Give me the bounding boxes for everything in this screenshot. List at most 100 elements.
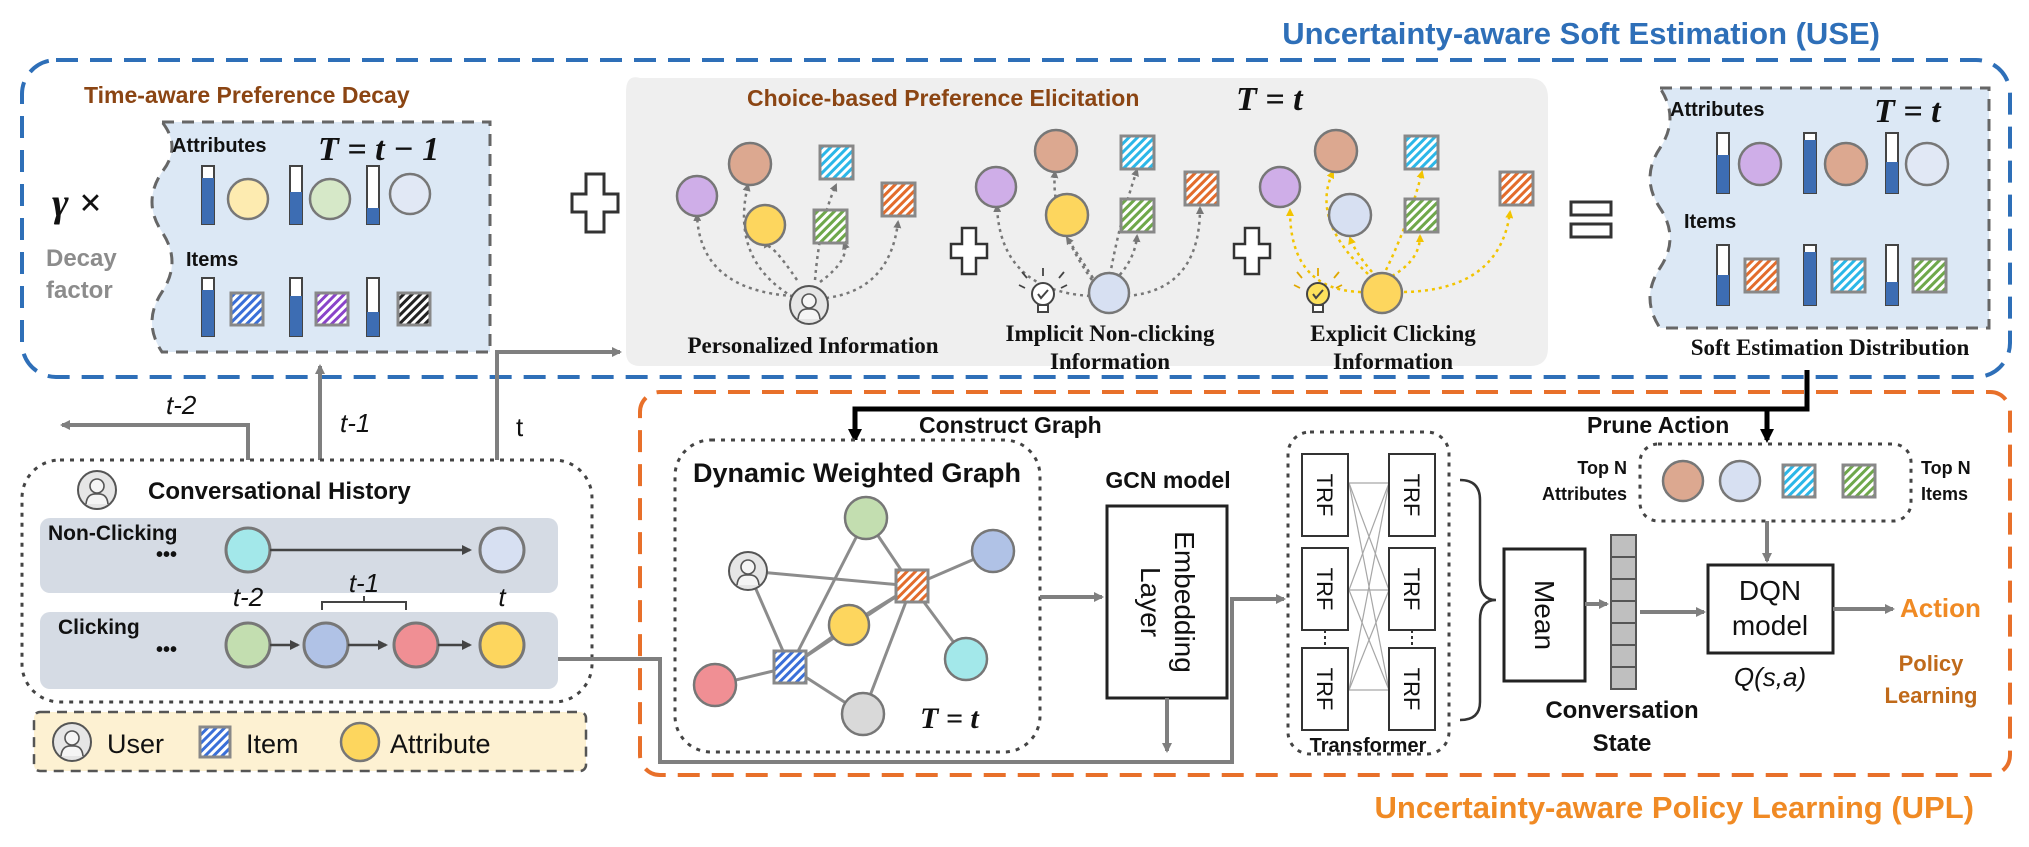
attribute-node [1904, 141, 1950, 187]
dotted-link [819, 241, 850, 284]
attribute-node [970, 528, 1016, 574]
lightbulb-off-icon [1018, 268, 1068, 313]
soft-items-label: Items [1684, 211, 1736, 233]
dotted-link [825, 220, 902, 300]
item-node [1403, 197, 1440, 234]
personalized-cluster [693, 183, 902, 300]
attribute-node [1737, 141, 1783, 187]
arrow-t [495, 347, 622, 460]
attribute-node [743, 203, 787, 247]
attribute-node [843, 495, 889, 541]
non-clicking-row [40, 518, 558, 593]
construct-graph-label: Construct Graph [919, 412, 1102, 438]
history-t-minus-1: t-1 [349, 568, 379, 598]
level-bar-fill [1717, 155, 1729, 193]
top-attr-label-2: Attributes [1542, 484, 1627, 504]
trf-label: TRF [1312, 474, 1337, 517]
legend-box [32, 710, 588, 773]
item-node [396, 291, 432, 327]
upl-border [638, 390, 2012, 777]
trf-block [1301, 647, 1349, 731]
graph-title: Dynamic Weighted Graph [693, 458, 1021, 488]
trf-label: TRF [1399, 568, 1424, 611]
soft-time-label: T = t [1874, 93, 1942, 130]
soft-estimation-connectors: Construct Graph Prune Action [848, 370, 1810, 443]
trf-block [1388, 453, 1436, 537]
trf-label: TRF [1399, 474, 1424, 517]
implicit-label-1: Implicit Non-clicking [1006, 321, 1215, 346]
plus-icon [949, 226, 989, 276]
level-bar-fill [202, 290, 214, 336]
attribute-node [727, 141, 773, 187]
transformer-cross-links [1348, 482, 1390, 691]
user-icon [789, 285, 829, 325]
dynamic-graph-section: Dynamic Weighted Graph T = t [673, 438, 1042, 754]
upl-title: Uncertainty-aware Policy Learning (UPL) [1375, 790, 1974, 825]
graph-time-label: T = t [920, 702, 980, 735]
clicking-label: Clicking [58, 616, 140, 639]
non-clicking-ellipsis: ••• [156, 544, 177, 566]
implicit-label-2: Information [1050, 349, 1170, 374]
item-node [880, 181, 917, 218]
arrow-t-minus-2-label: t-2 [166, 390, 197, 420]
explicit-label-2: Information [1333, 349, 1453, 374]
use-region: Uncertainty-aware Soft Estimation (USE) [20, 16, 2012, 379]
prune-action-arrow [1760, 370, 1810, 443]
attribute-node [974, 165, 1018, 209]
attribute-node [1313, 128, 1359, 174]
attribute-node [943, 636, 989, 682]
attribute-node [1087, 271, 1131, 315]
candidate-box [1638, 442, 1913, 523]
user-icon [52, 722, 92, 762]
item-node [1403, 134, 1440, 171]
choice-section: Choice-based Preference Elicitation T = … [626, 77, 1548, 374]
level-bar-fill [290, 296, 302, 336]
arrow-t-minus-2 [60, 420, 250, 460]
top-attr-label-1: Top N [1577, 458, 1627, 478]
attribute-node [692, 662, 738, 708]
attribute-node [226, 177, 270, 221]
item-icon [198, 725, 232, 759]
legend: User Item Attribute [32, 710, 588, 773]
plus-icon [1232, 226, 1272, 276]
top-items-label-1: Top N [1921, 458, 1971, 478]
conversation-label-1: Conversation [1545, 697, 1698, 724]
history-title: Conversational History [148, 478, 411, 505]
level-bar-fill [367, 208, 379, 224]
use-border [20, 58, 2012, 379]
dotted-link [1286, 208, 1362, 294]
legend-item-label: Item [246, 729, 299, 759]
policy-label-2: Learning [1885, 683, 1978, 708]
level-bar-fill [1886, 282, 1898, 305]
item-node [772, 649, 808, 685]
item-node [812, 208, 849, 245]
level-bar-fill [1717, 275, 1729, 305]
choice-time-label: T = t [1236, 81, 1304, 118]
dotted-link [1126, 206, 1204, 298]
transformer-section: TRF TRF TRF TRF TRF TRF Transformer [1286, 430, 1497, 757]
level-bar-fill [202, 178, 214, 224]
item-node [1830, 257, 1867, 294]
embedding-layer-box [1105, 504, 1229, 700]
time-decay-section: Time-aware Preference Decay γ × Decay fa… [46, 82, 492, 354]
attribute-icon [339, 721, 381, 763]
attribute-node [675, 174, 719, 218]
history-to-model-arrow [558, 594, 1286, 764]
decay-time-label: T = t − 1 [318, 131, 439, 168]
policy-label-1: Policy [1899, 651, 1965, 676]
embedding-label-1: Embedding [1169, 531, 1200, 673]
arrow-t-label: t [516, 412, 524, 442]
item-node [1911, 257, 1948, 294]
brace [1459, 478, 1497, 722]
level-bar-fill [367, 312, 379, 336]
attribute-node [1258, 165, 1302, 209]
item-node [1119, 134, 1156, 171]
history-t-minus-2: t-2 [233, 582, 264, 612]
top-n-section: Top N Attributes Top N Items [1542, 442, 1971, 563]
q-value-label: Q(s,a) [1734, 662, 1806, 692]
choice-title: Choice-based Preference Elicitation [747, 85, 1139, 111]
attribute-node [392, 621, 440, 669]
item-node [1183, 170, 1220, 207]
dqn-section: DQN model Q(s,a) Action Policy Learning [1706, 563, 1981, 708]
item-node [894, 568, 930, 604]
